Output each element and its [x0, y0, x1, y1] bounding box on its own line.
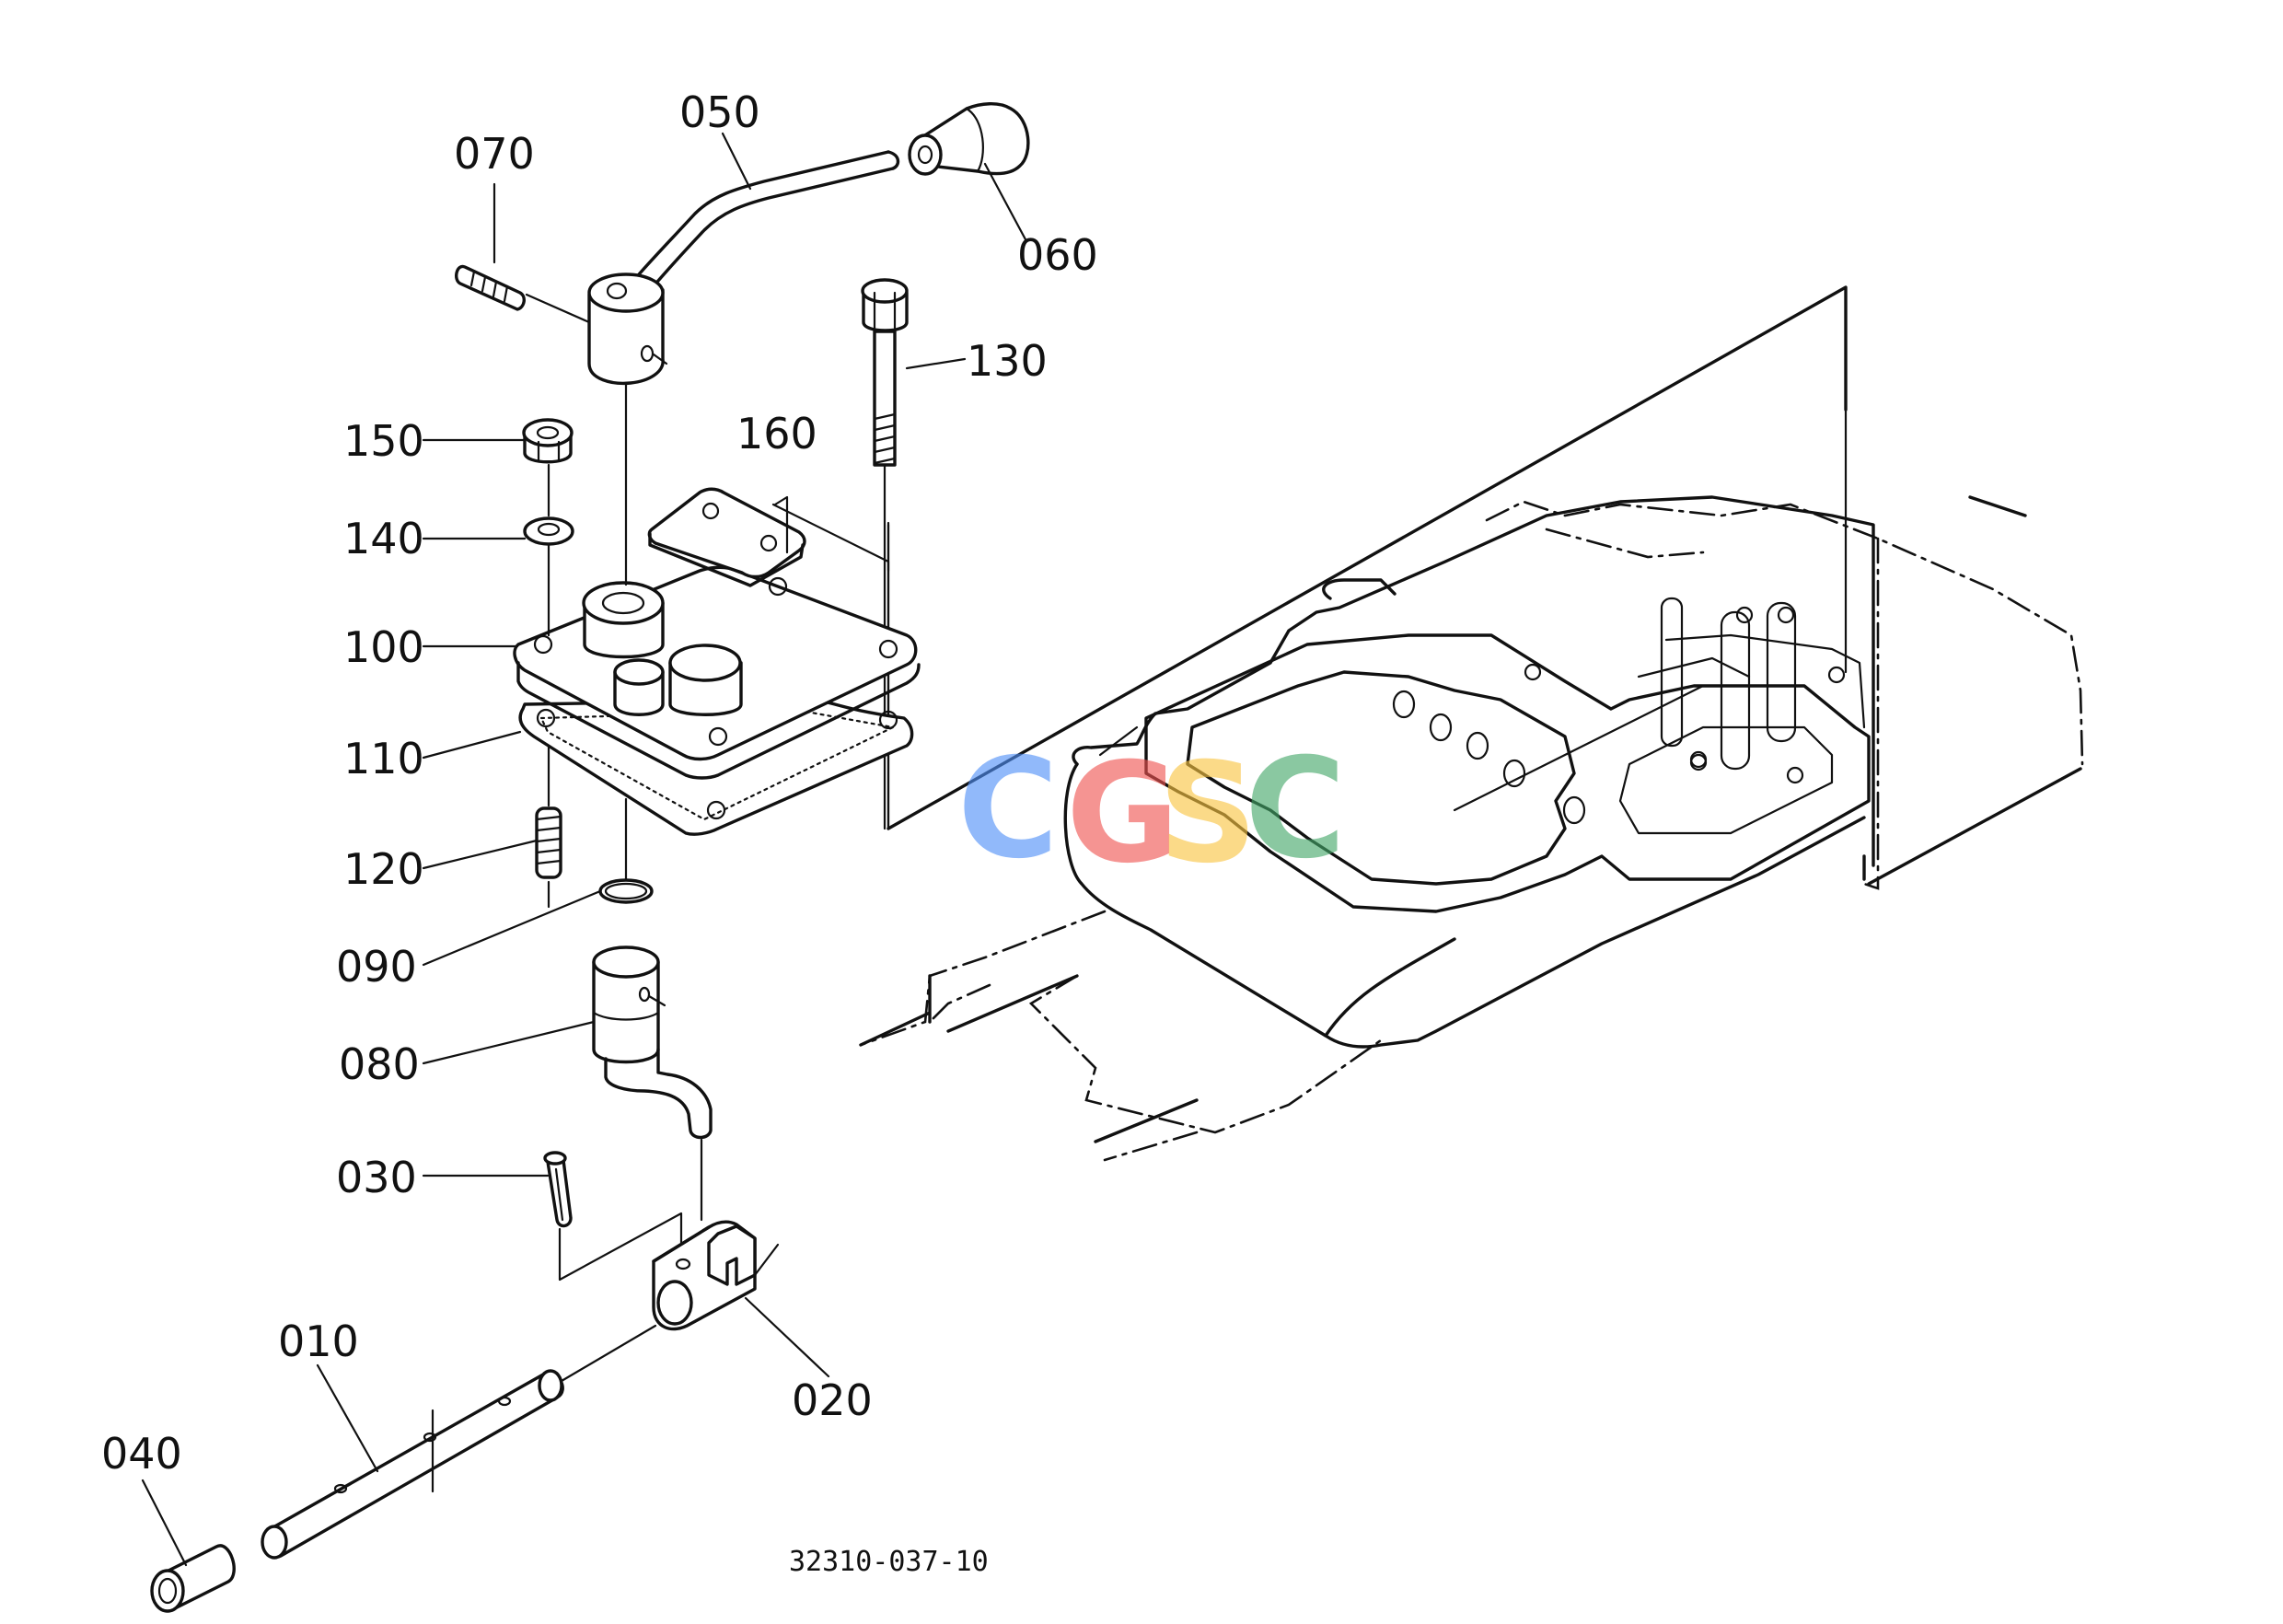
cover-assembly	[513, 381, 921, 881]
watermark-letter-c2: C	[1245, 729, 1346, 889]
label-080: 080	[339, 1039, 420, 1089]
label-070: 070	[454, 129, 535, 179]
label-120: 120	[343, 844, 424, 894]
part-labels: 050 070 060 130 160 150 140 100 110 120 …	[101, 87, 1098, 1578]
fasteners-left	[522, 418, 574, 909]
label-150: 150	[343, 416, 424, 466]
label-130: 130	[967, 336, 1048, 386]
label-090: 090	[336, 942, 417, 992]
label-040: 040	[101, 1429, 182, 1479]
bolt-130	[861, 278, 909, 830]
drawing-code: 32310-037-10	[789, 1546, 989, 1578]
transmission-housing	[859, 285, 2084, 1162]
label-050: 050	[679, 87, 760, 137]
leader-lines	[141, 132, 1028, 1567]
label-140: 140	[343, 514, 424, 563]
shaft-assembly	[150, 1151, 780, 1613]
watermark-letter-s: S	[1158, 734, 1257, 894]
watermark-logo: C G S C	[957, 729, 1346, 894]
label-020: 020	[792, 1375, 873, 1425]
label-030: 030	[336, 1153, 417, 1202]
label-100: 100	[343, 622, 424, 672]
watermark-letter-c1: C	[957, 729, 1059, 889]
label-110: 110	[343, 734, 424, 783]
label-160: 160	[736, 409, 817, 458]
lower-lever	[592, 878, 713, 1222]
watermark-letter-g: G	[1066, 734, 1179, 894]
shift-lever-assembly	[455, 102, 1030, 386]
label-010: 010	[278, 1317, 359, 1366]
label-060: 060	[1017, 230, 1098, 280]
